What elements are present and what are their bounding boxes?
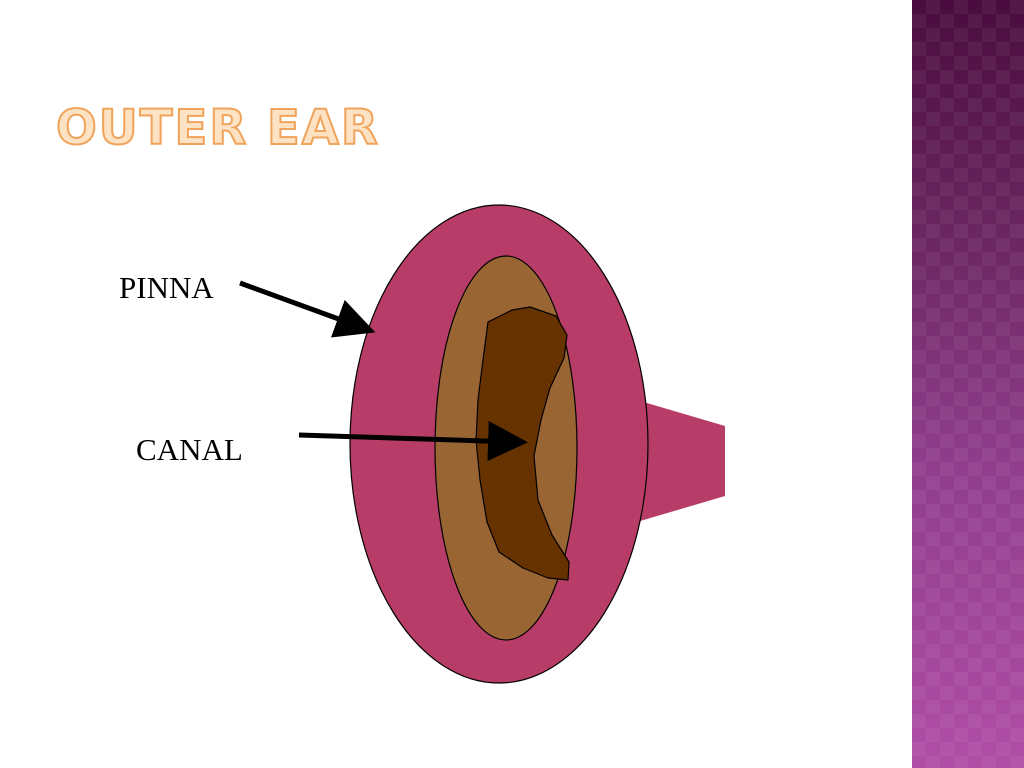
ear-canal-tube	[630, 398, 725, 524]
canal-arrow	[298, 421, 528, 462]
pinna-label: PINNA	[119, 270, 214, 305]
slide-title: OUTER EAR	[55, 100, 380, 156]
pinna-arrow	[239, 280, 376, 338]
canal-label: CANAL	[136, 432, 243, 467]
side-band-pattern	[912, 0, 1024, 768]
decorative-side-band	[912, 0, 1024, 768]
